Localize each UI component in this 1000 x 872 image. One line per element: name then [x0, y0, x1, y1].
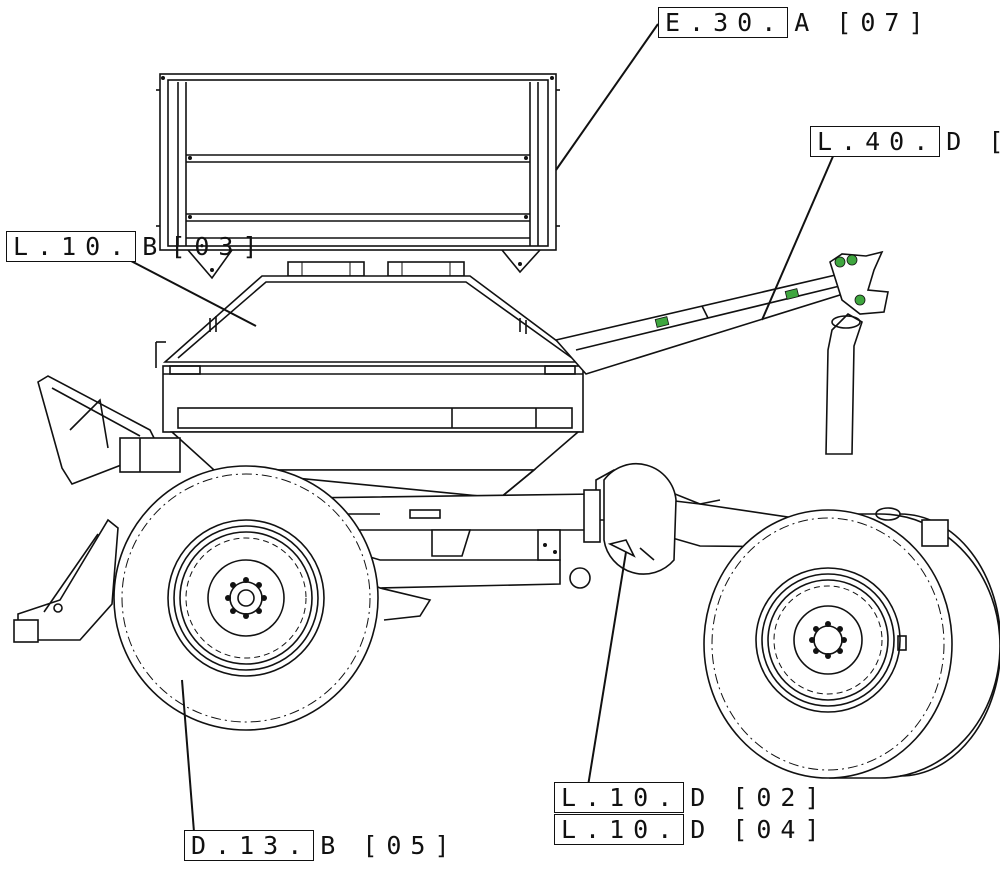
leader-l40d [761, 153, 835, 321]
callout-l10d-04-code: L.10. [554, 814, 685, 845]
callout-l10d-02[interactable]: L.10. D [02] [554, 782, 829, 813]
rear-wheel-lugs [809, 621, 847, 659]
callout-l40d-suffix: D [946, 127, 971, 156]
callout-e30a[interactable]: E.30. A [07] [658, 7, 933, 38]
front-wheel-lugs [225, 577, 267, 619]
callout-l10b[interactable]: L.10. B [03] [6, 231, 267, 262]
hopper-extension-frame [156, 73, 560, 280]
callout-l10d-04-ref: [04] [732, 815, 829, 844]
rear-wheel-front [703, 507, 953, 779]
callout-l10d-02-suffix: D [690, 783, 715, 812]
callout-l10d-02-code: L.10. [554, 782, 685, 813]
callout-e30a-suffix: A [794, 8, 819, 37]
callout-l10b-suffix: B [142, 232, 167, 261]
fan-housing [603, 463, 677, 575]
callout-l40d-ref: [ [970, 127, 1000, 156]
callout-d13b-suffix: B [320, 831, 345, 860]
callout-e30a-code: E.30. [658, 7, 789, 38]
callout-d13b-ref: [05] [362, 831, 459, 860]
callout-d13b-code: D.13. [184, 830, 315, 861]
callout-l10d-04[interactable]: L.10. D [04] [554, 814, 829, 845]
callout-e30a-ref: [07] [836, 8, 933, 37]
leader-e30a [555, 23, 659, 171]
callout-l10b-ref: [03] [170, 232, 267, 261]
callout-l10d-04-suffix: D [690, 815, 715, 844]
callout-l40d-code: L.40. [810, 126, 941, 157]
callout-l40d[interactable]: L.40. D [ [810, 126, 1000, 157]
callout-d13b[interactable]: D.13. B [05] [184, 830, 459, 861]
front-wheel [113, 465, 379, 731]
callout-l10d-02-ref: [02] [732, 783, 829, 812]
callout-l10b-code: L.10. [6, 231, 137, 262]
auger-tube [554, 250, 889, 455]
main-hopper [155, 261, 588, 499]
leader-d13b [181, 679, 195, 833]
leader-l10d [587, 551, 627, 787]
front-hitch [13, 375, 181, 643]
